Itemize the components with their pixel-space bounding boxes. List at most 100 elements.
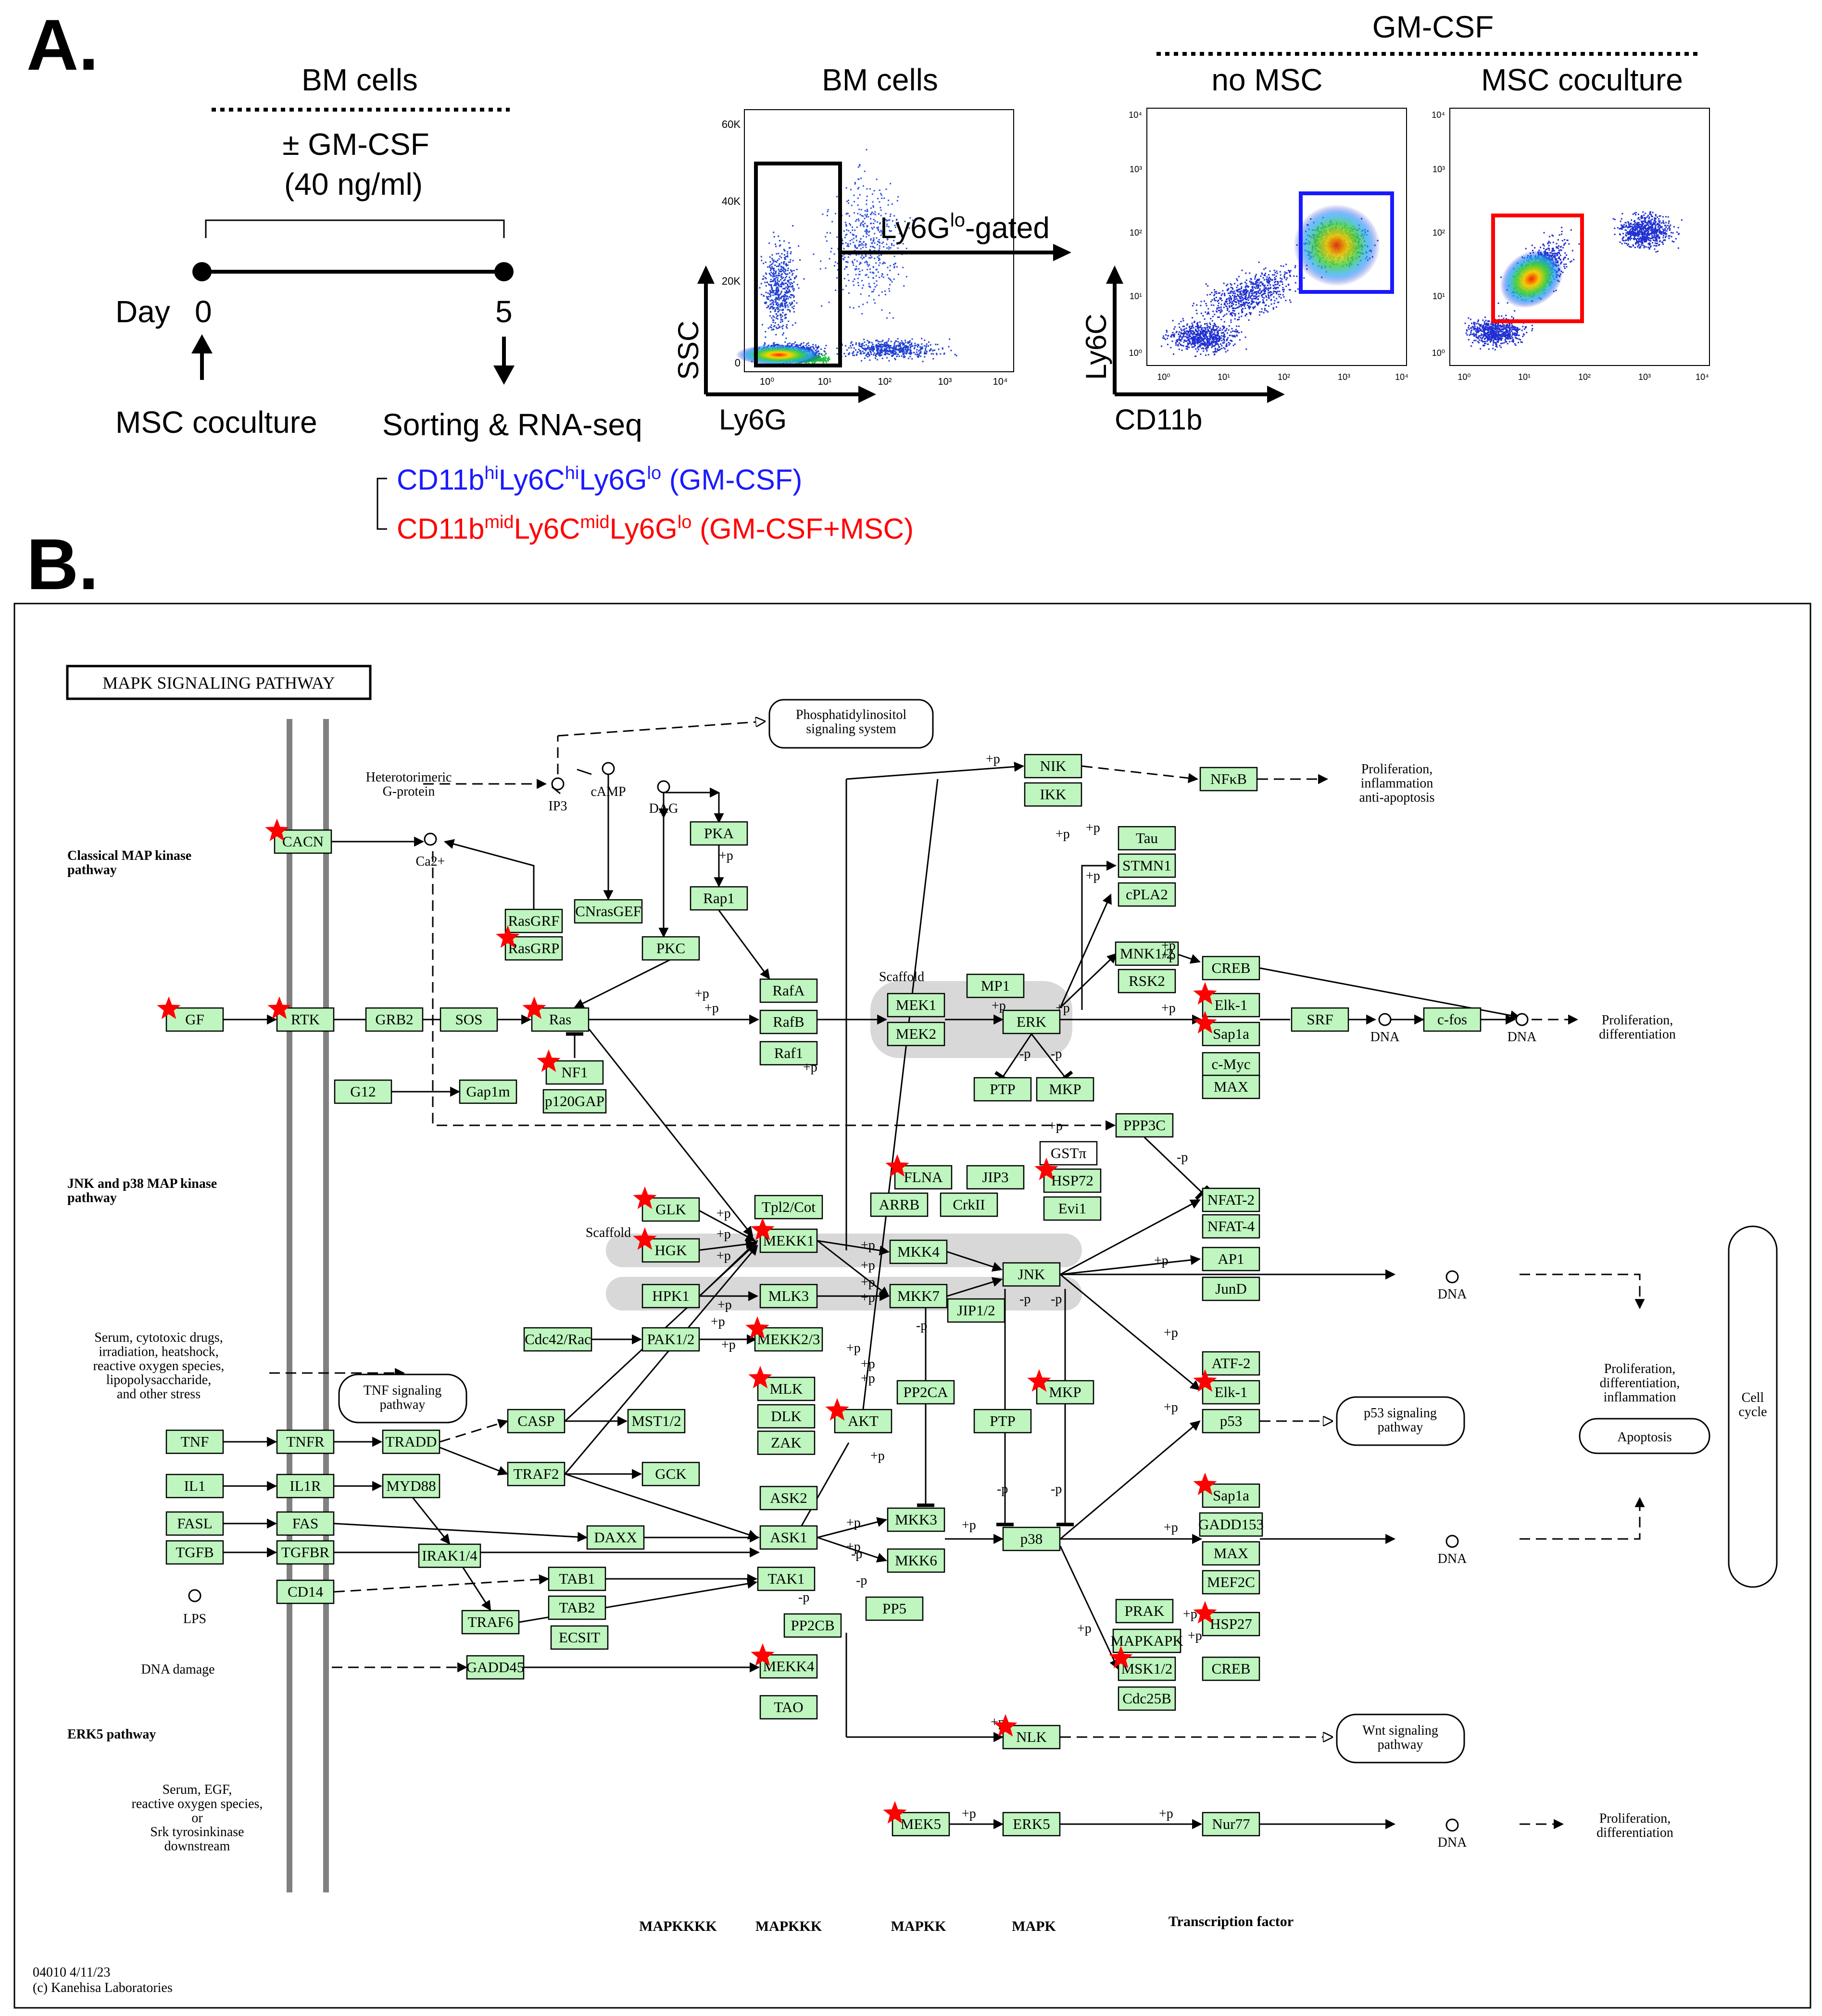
- event-dot: [1230, 331, 1232, 333]
- event-dot: [836, 347, 838, 349]
- event-dot: [901, 349, 903, 351]
- event-dot: [876, 280, 878, 282]
- event-dot: [880, 355, 881, 356]
- event-dot: [783, 288, 785, 290]
- event-dot: [887, 219, 889, 221]
- event-dot: [820, 348, 822, 350]
- event-dot: [924, 356, 926, 358]
- event-dot: [937, 343, 939, 345]
- event-dot: [772, 259, 774, 261]
- event-dot: [906, 350, 908, 352]
- event-dot: [943, 353, 945, 354]
- event-dot: [1293, 275, 1295, 277]
- event-dot: [880, 352, 882, 353]
- event-dot: [1268, 294, 1269, 296]
- event-dot: [861, 269, 863, 271]
- event-dot: [1250, 296, 1252, 298]
- event-dot: [855, 342, 857, 344]
- event-dot: [897, 349, 899, 351]
- event-dot: [862, 244, 864, 246]
- event-dot: [1202, 334, 1204, 336]
- event-dot: [789, 261, 791, 263]
- event-dot: [850, 342, 852, 344]
- event-dot: [770, 278, 772, 280]
- event-dot: [849, 352, 851, 354]
- event-dot: [871, 211, 873, 213]
- event-dot: [826, 214, 828, 216]
- event-dot: [942, 348, 943, 350]
- event-dot: [785, 305, 787, 307]
- event-dot: [1263, 297, 1265, 299]
- event-dot: [875, 355, 877, 357]
- event-dot: [1211, 330, 1213, 332]
- event-dot: [877, 340, 879, 342]
- event-dot: [876, 349, 878, 351]
- event-dot: [783, 254, 785, 256]
- event-dot: [1239, 296, 1241, 298]
- event-dot: [872, 205, 874, 207]
- event-dot: [864, 170, 866, 172]
- event-dot: [1237, 294, 1239, 296]
- event-dot: [871, 193, 873, 195]
- event-dot: [796, 302, 798, 304]
- event-dot: [898, 349, 900, 351]
- event-dot: [1238, 276, 1240, 277]
- event-dot: [899, 351, 901, 353]
- event-dot: [1199, 339, 1201, 341]
- event-dot: [1218, 307, 1219, 309]
- event-dot: [824, 358, 826, 360]
- event-dot: [786, 264, 788, 265]
- event-dot: [773, 342, 774, 344]
- event-dot: [1268, 280, 1269, 282]
- event-dot: [773, 307, 775, 309]
- event-dot: [1229, 306, 1231, 308]
- event-dot: [885, 345, 887, 347]
- event-dot: [885, 349, 887, 351]
- event-dot: [775, 313, 777, 315]
- event-dot: [1248, 294, 1250, 296]
- event-dot: [918, 353, 920, 354]
- event-dot: [932, 350, 934, 352]
- event-dot: [1216, 308, 1218, 310]
- event-dot: [850, 189, 852, 190]
- event-dot: [1220, 337, 1222, 339]
- event-dot: [868, 347, 870, 349]
- event-dot: [1231, 302, 1233, 304]
- event-dot: [1259, 288, 1261, 290]
- event-dot: [1193, 346, 1195, 348]
- plot1-xtick: 10²: [878, 377, 892, 387]
- event-dot: [872, 272, 873, 274]
- event-dot: [864, 210, 866, 212]
- event-dot: [1244, 315, 1246, 317]
- event-dot: [874, 220, 876, 222]
- event-dot: [866, 348, 868, 350]
- event-dot: [1268, 274, 1269, 276]
- event-dot: [785, 302, 787, 304]
- event-dot: [860, 345, 862, 347]
- event-dot: [1251, 298, 1253, 300]
- plot1-yaxis-head: [697, 265, 715, 284]
- event-dot: [1213, 345, 1215, 347]
- event-dot: [779, 275, 780, 277]
- event-dot: [1242, 311, 1244, 313]
- event-dot: [855, 349, 856, 351]
- event-dot: [1226, 332, 1228, 334]
- event-dot: [885, 354, 886, 355]
- event-dot: [1231, 305, 1232, 307]
- event-dot: [786, 295, 788, 297]
- event-dot: [886, 238, 888, 239]
- plot1-ytick: 20K: [722, 275, 741, 287]
- event-dot: [865, 243, 867, 245]
- event-dot: [1225, 301, 1227, 303]
- event-dot: [1230, 319, 1232, 321]
- event-dot: [930, 353, 932, 355]
- event-dot: [1240, 290, 1242, 292]
- event-dot: [1204, 342, 1206, 344]
- event-dot: [1275, 284, 1277, 286]
- event-dot: [1296, 276, 1298, 277]
- event-dot: [856, 219, 858, 221]
- event-dot: [1226, 303, 1228, 305]
- event-dot: [865, 244, 867, 246]
- event-dot: [867, 214, 868, 215]
- event-dot: [888, 237, 890, 239]
